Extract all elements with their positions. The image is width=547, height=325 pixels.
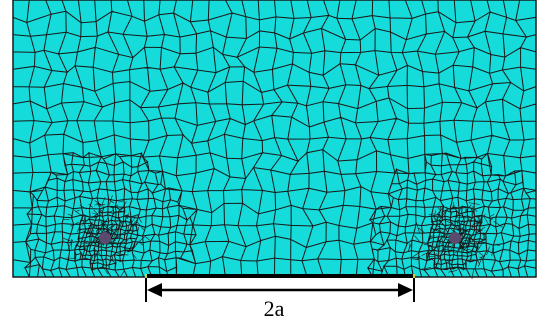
dimension-label: 2a bbox=[263, 296, 285, 321]
crack-tip-left bbox=[99, 232, 111, 244]
crack-tip-right bbox=[449, 232, 461, 244]
arrow-head-left bbox=[147, 283, 162, 297]
arrow-head-right bbox=[398, 283, 413, 297]
